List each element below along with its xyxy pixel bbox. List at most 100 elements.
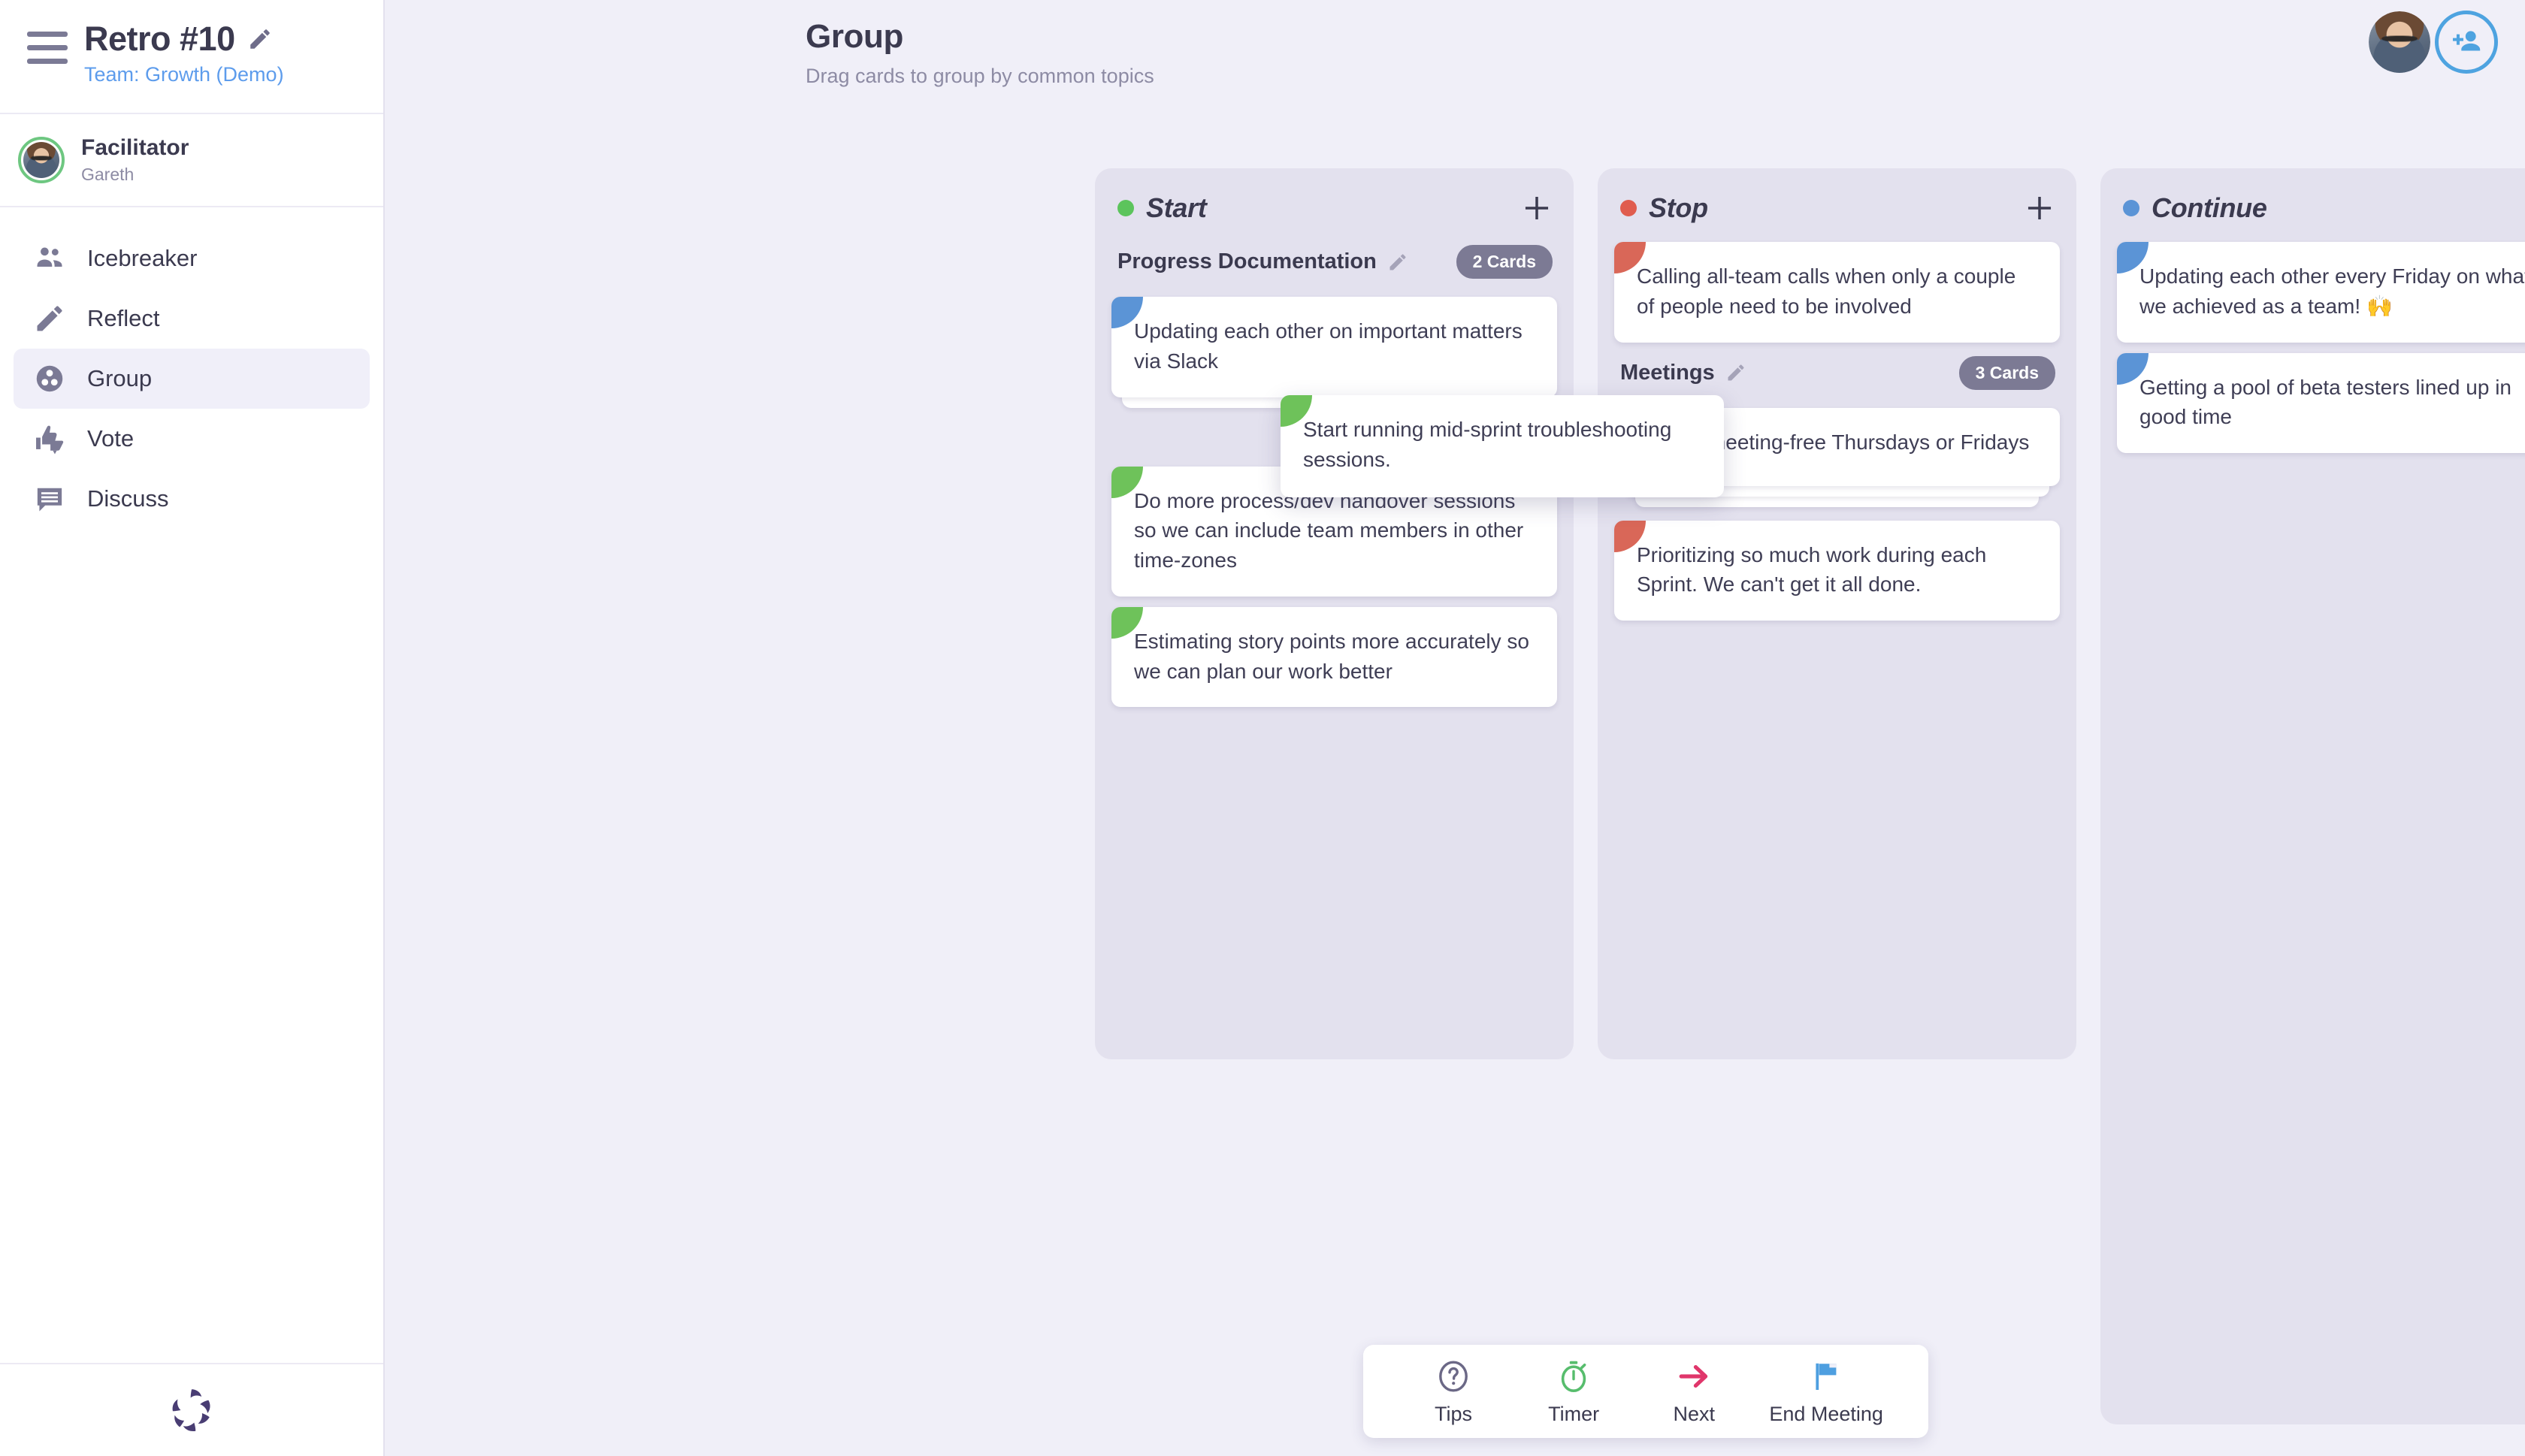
comment-lines-icon xyxy=(37,488,62,512)
toolbar-tips-button[interactable]: Tips xyxy=(1408,1358,1498,1426)
question-circle-icon xyxy=(1435,1358,1471,1395)
column-header: Continue xyxy=(2117,185,2525,231)
column-start: Start Progress Documentation 2 Cards Upd… xyxy=(1095,168,1574,1059)
sidebar-item-label: Discuss xyxy=(87,485,169,512)
toolbar-timer-button[interactable]: Timer xyxy=(1529,1358,1619,1426)
question-circle-icon xyxy=(1439,1361,1468,1391)
toolbar-label: Next xyxy=(1673,1402,1715,1425)
add-person-button[interactable] xyxy=(2435,11,2498,74)
column-header: Stop xyxy=(1614,185,2060,231)
column-status-dot-icon xyxy=(1620,200,1637,216)
column-header: Start xyxy=(1111,185,1557,231)
page-header: Group Drag cards to group by common topi… xyxy=(385,0,1154,88)
sidebar-item-group[interactable]: Group xyxy=(14,349,370,409)
retro-board: Start Progress Documentation 2 Cards Upd… xyxy=(385,168,2525,1424)
facilitator-row: Facilitator Gareth xyxy=(0,114,383,207)
hamburger-icon[interactable] xyxy=(27,32,68,64)
plus-icon xyxy=(1525,196,1549,220)
edit-group-icon[interactable] xyxy=(1387,252,1408,273)
page-subtitle: Drag cards to group by common topics xyxy=(806,65,1154,87)
card-wrapper: Calling all-team calls when only a coupl… xyxy=(1614,242,2060,343)
sidebar-item-reflect[interactable]: Reflect xyxy=(14,288,370,349)
retro-card[interactable]: Do more process/dev handover sessions so… xyxy=(1111,466,1557,597)
column-title: Start xyxy=(1146,192,1207,223)
add-card-button[interactable] xyxy=(1521,192,1553,224)
sidebar-item-icebreaker[interactable]: Icebreaker xyxy=(14,228,370,288)
edit-group-icon[interactable] xyxy=(1725,362,1746,383)
thumbs-up-icon xyxy=(33,422,66,455)
retro-title: Retro #10 xyxy=(84,20,235,58)
card-wrapper: Prioritizing so much work during each Sp… xyxy=(1614,520,2060,621)
arrow-right-icon xyxy=(1676,1358,1712,1395)
group-title: Progress Documentation xyxy=(1117,249,1377,273)
team-link[interactable]: Team: Growth (Demo) xyxy=(84,63,284,86)
sidebar-item-label: Vote xyxy=(87,425,135,452)
card-wrapper: Updating each other on important matters… xyxy=(1111,297,1557,408)
toolbar-label: End Meeting xyxy=(1769,1402,1883,1425)
top-right-controls xyxy=(2369,11,2498,74)
retro-card-text: Estimating story points more accurately … xyxy=(1134,629,1529,683)
flag-icon xyxy=(1808,1358,1844,1395)
retro-card-text: Updating each other every Friday on what… xyxy=(2139,264,2525,318)
column-continue: Continue Updating each other every Frida… xyxy=(2100,168,2525,1424)
toolbar-label: Timer xyxy=(1548,1402,1600,1425)
card-count-badge: 2 Cards xyxy=(1456,245,1553,279)
edit-retro-title-icon[interactable] xyxy=(247,26,273,52)
retro-card-text: Calling all-team calls when only a coupl… xyxy=(1637,264,2016,318)
sidebar-header: Retro #10 Team: Growth (Demo) xyxy=(0,0,383,114)
stopwatch-icon xyxy=(1556,1358,1592,1395)
card-group-header: Progress Documentation 2 Cards xyxy=(1111,231,1557,286)
dragged-card[interactable]: Start running mid-sprint troubleshooting… xyxy=(1281,395,1724,497)
toolbar-label: Tips xyxy=(1435,1402,1473,1425)
retro-card[interactable]: Updating each other every Friday on what… xyxy=(2117,242,2525,343)
people-icon xyxy=(37,247,62,267)
people-icon xyxy=(33,242,66,275)
retro-card[interactable]: Getting a pool of beta testers lined up … xyxy=(2117,352,2525,453)
column-title: Stop xyxy=(1649,192,1708,223)
toolbar-end-meeting-button[interactable]: End Meeting xyxy=(1769,1358,1883,1426)
retro-card[interactable]: Prioritizing so much work during each Sp… xyxy=(1614,520,2060,621)
flag-icon xyxy=(1816,1363,1837,1390)
column-title: Continue xyxy=(2152,192,2267,223)
card-wrapper: Getting a pool of beta testers lined up … xyxy=(2117,352,2525,453)
group-circles-icon xyxy=(36,365,63,392)
sidebar: Retro #10 Team: Growth (Demo) Facilitato… xyxy=(0,0,385,1456)
arrow-right-icon xyxy=(1679,1364,1708,1388)
comment-lines-icon xyxy=(33,482,66,515)
card-wrapper: Do more process/dev handover sessions so… xyxy=(1111,466,1557,597)
group-title: Meetings xyxy=(1620,360,1715,385)
thumbs-up-icon xyxy=(36,425,64,455)
add-card-button[interactable] xyxy=(2024,192,2055,224)
meeting-toolbar: Tips Timer Next End Meeting xyxy=(1363,1345,1928,1438)
user-avatar[interactable] xyxy=(2369,11,2430,73)
retro-card[interactable]: Updating each other on important matters… xyxy=(1111,297,1557,397)
page-title: Group xyxy=(806,18,903,55)
toolbar-next-button[interactable]: Next xyxy=(1649,1358,1739,1426)
sidebar-item-discuss[interactable]: Discuss xyxy=(14,469,370,529)
column-status-dot-icon xyxy=(2123,200,2139,216)
group-circles-icon xyxy=(33,362,66,395)
facilitator-name: Gareth xyxy=(81,164,135,184)
card-group-header: Meetings 3 Cards xyxy=(1614,343,2060,397)
sidebar-item-label: Reflect xyxy=(87,305,160,331)
facilitator-avatar xyxy=(18,137,65,183)
parabol-pinwheel-logo xyxy=(172,1389,210,1432)
column-status-dot-icon xyxy=(1117,200,1134,216)
retro-card[interactable]: Estimating story points more accurately … xyxy=(1111,606,1557,708)
main-area: Group Drag cards to group by common topi… xyxy=(385,0,2525,1456)
retro-card-text: Prioritizing so much work during each Sp… xyxy=(1637,542,1987,597)
retro-card-text: Updating each other on important matters… xyxy=(1134,319,1523,373)
retro-card-text: Do more process/dev handover sessions so… xyxy=(1134,488,1524,572)
dragged-card-text: Start running mid-sprint troubleshooting… xyxy=(1303,418,1672,471)
app-logo xyxy=(0,1363,383,1456)
plus-icon xyxy=(2028,196,2052,220)
add-person-icon xyxy=(2452,31,2481,51)
retro-card-text: Getting a pool of beta testers lined up … xyxy=(2139,375,2511,429)
sidebar-item-vote[interactable]: Vote xyxy=(14,409,370,469)
pencil-icon xyxy=(33,302,66,335)
retro-card[interactable]: Calling all-team calls when only a coupl… xyxy=(1614,242,2060,343)
card-wrapper: Updating each other every Friday on what… xyxy=(2117,242,2525,343)
facilitator-role: Facilitator xyxy=(81,135,189,161)
